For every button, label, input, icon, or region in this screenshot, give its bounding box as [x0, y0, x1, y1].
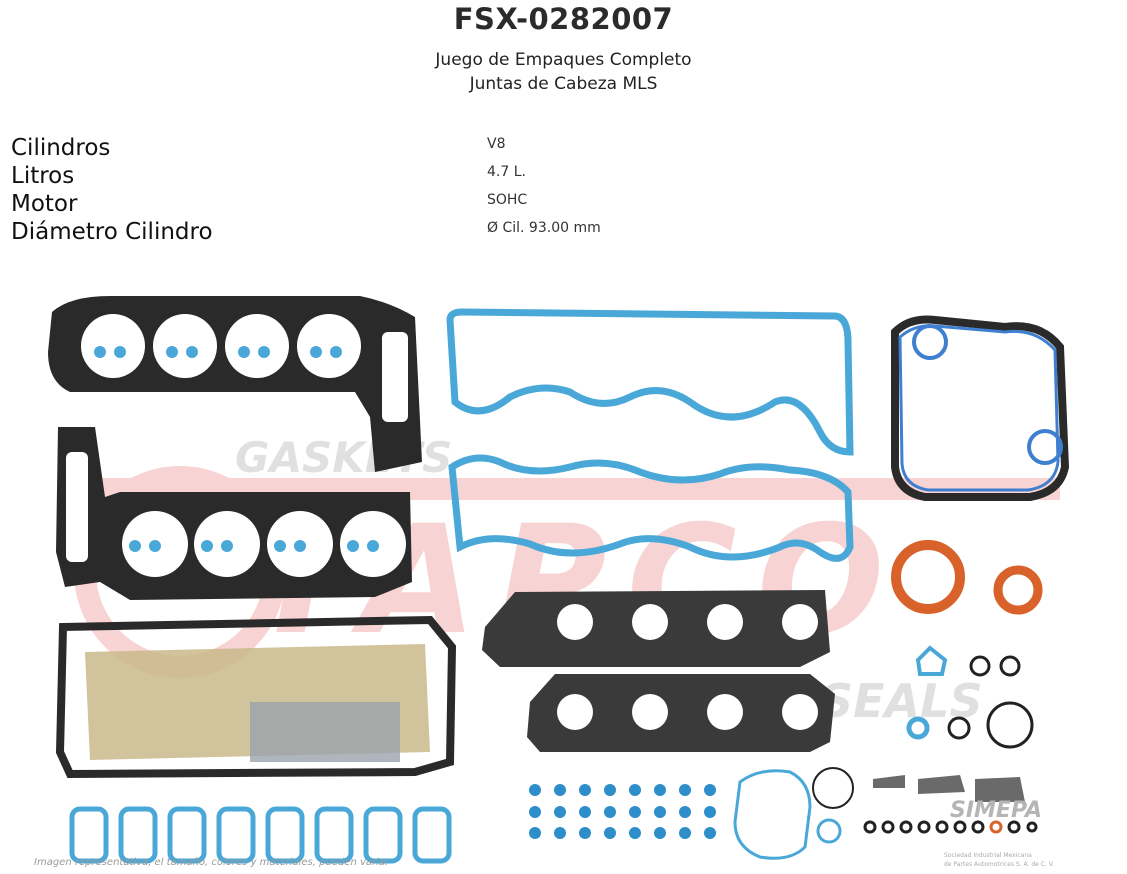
- manifold-gasket-upper: [482, 590, 830, 667]
- spec-value-cilindros: V8: [487, 136, 506, 152]
- valve-stem-seals: [529, 784, 716, 839]
- watermark-right: SEALS: [820, 674, 983, 728]
- front-crank-seal: [993, 565, 1043, 615]
- spec-label-motor: Motor: [11, 191, 78, 217]
- spec-value-diametro: Ø Cil. 93.00 mm: [487, 220, 601, 236]
- simepa-logo-subtitle-1: Sociedad Industrial Mexicana: [944, 852, 1032, 859]
- small-o-rings-row: [863, 820, 1038, 834]
- rear-main-seal: [891, 540, 965, 614]
- valve-cover-gasket-lower: [448, 454, 854, 562]
- head-gasket-lower: [56, 427, 412, 600]
- simepa-logo-subtitle-2: de Partes Automotrices S. A. de C. V.: [944, 861, 1055, 868]
- timing-cover-gasket: [891, 315, 1070, 501]
- manifold-gasket-lower: [527, 674, 835, 752]
- valve-cover-gasket-upper: [446, 308, 854, 456]
- simepa-logo: SIMEPA: [950, 798, 1042, 823]
- spec-label-cilindros: Cilindros: [11, 135, 111, 161]
- product-description-line1: Juego de Empaques Completo: [435, 50, 692, 70]
- oil-pan-gasket: [55, 615, 457, 779]
- spec-value-litros: 4.7 L.: [487, 164, 526, 180]
- image-disclaimer: Imagen representativa, el tamaño, colore…: [34, 857, 390, 868]
- spec-label-litros: Litros: [11, 163, 75, 189]
- o-rings-group: [733, 645, 1034, 860]
- product-description-line2: Juntas de Cabeza MLS: [469, 74, 658, 94]
- page-title: FSX-0282007: [453, 2, 674, 36]
- simepa-logo-text: SIMEPA: [950, 798, 1042, 823]
- intake-runner-gaskets: [69, 806, 452, 864]
- gasket-kit-photo: TAPCO GASKETS SEALS: [48, 296, 1070, 864]
- spec-label-diametro: Diámetro Cilindro: [11, 219, 213, 245]
- head-gasket-upper: [48, 296, 422, 472]
- spec-value-motor: SOHC: [487, 192, 528, 208]
